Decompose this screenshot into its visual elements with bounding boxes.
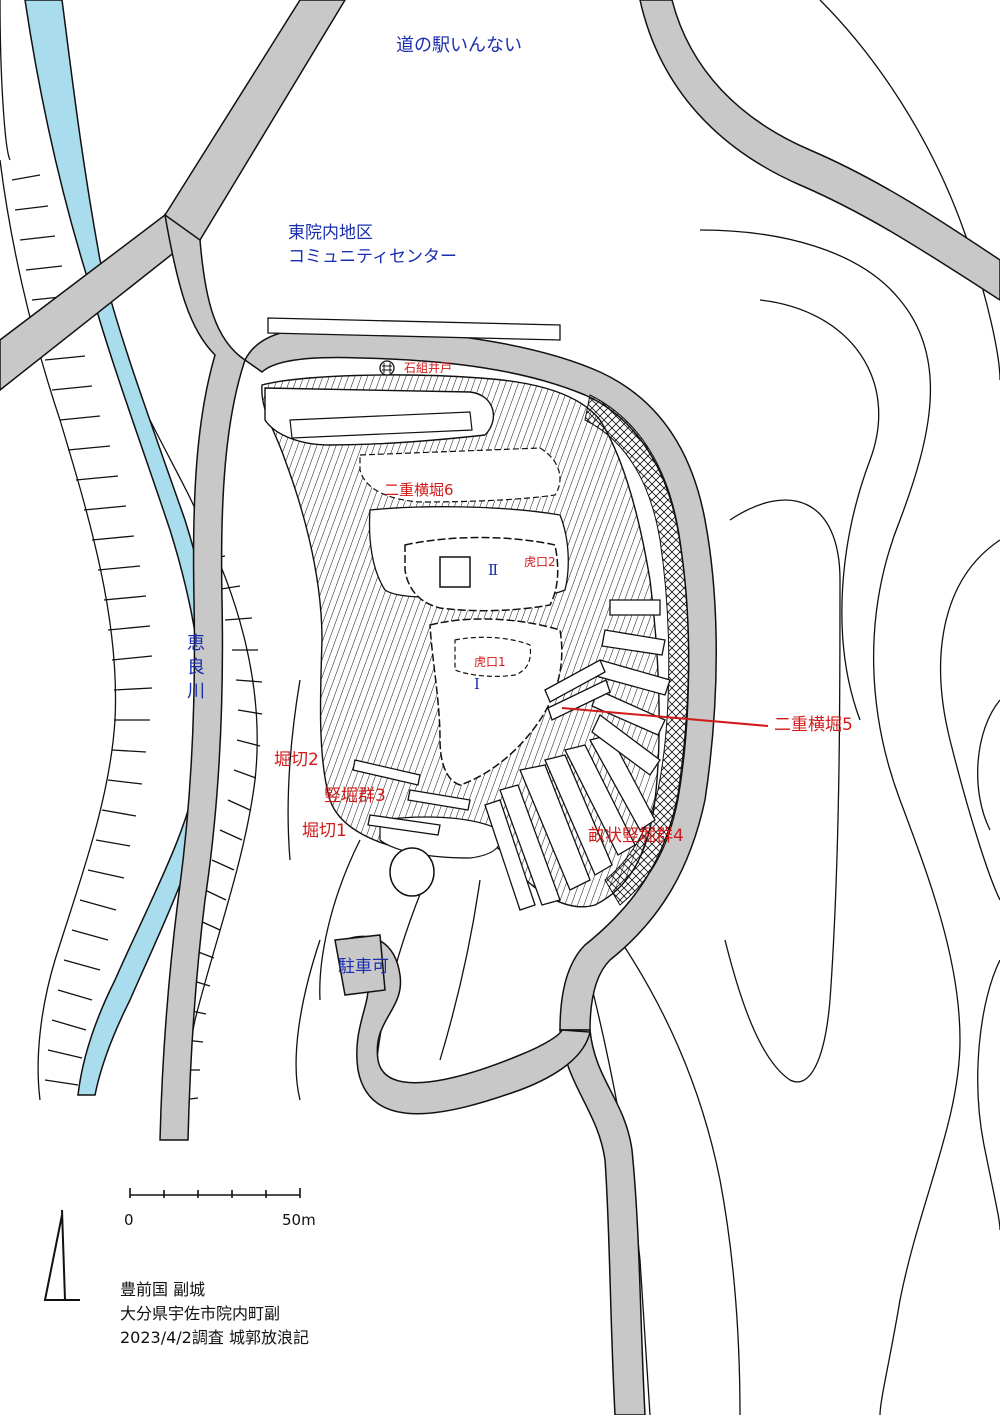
scale-label-zero: 0 <box>124 1211 134 1229</box>
label-horikiri-2: 堀切2 <box>274 750 319 770</box>
label-koguchi-1: 虎口1 <box>474 655 506 669</box>
knoll <box>389 847 435 897</box>
label-koguchi-2: 虎口2 <box>524 555 556 569</box>
label-river: 恵良川 <box>187 633 205 702</box>
scale-bar <box>129 1188 301 1198</box>
info-line-address: 大分県宇佐市院内町副 <box>120 1304 281 1323</box>
well-icon <box>379 360 395 376</box>
label-double-trench-6: 二重横堀6 <box>384 481 454 499</box>
info-line-survey: 2023/4/2調査 城郭放浪記 <box>120 1328 309 1347</box>
scale-label-max: 50m <box>282 1211 316 1229</box>
survey-info: 豊前国 副城 大分県宇佐市院内町副 2023/4/2調査 城郭放浪記 <box>120 1278 309 1350</box>
label-unejo-4: 畝状竪堀群4 <box>588 826 684 846</box>
label-tatebori-3: 竪堀群3 <box>324 786 386 806</box>
label-double-trench-5: 二重横堀5 <box>774 715 853 735</box>
label-community-line1: 東院内地区 <box>288 223 373 243</box>
leader-line-double-trench-5 <box>561 707 769 727</box>
info-line-castle: 豊前国 副城 <box>120 1280 206 1299</box>
river <box>24 0 219 1096</box>
cross-hatched-slope <box>584 394 690 906</box>
label-michinoeki: 道の駅いんない <box>396 35 522 56</box>
label-kuruwa-2: Ⅱ <box>488 561 499 579</box>
vertical-trenches <box>352 599 671 911</box>
label-horikiri-1: 堀切1 <box>302 821 347 841</box>
label-parking: 駐車可 <box>338 957 389 977</box>
label-well: 石組井戸 <box>404 361 453 375</box>
label-kuruwa-1: Ⅰ <box>474 675 480 693</box>
label-community-line2: コミュニティセンター <box>288 247 457 267</box>
north-arrow-icon <box>43 1209 80 1301</box>
